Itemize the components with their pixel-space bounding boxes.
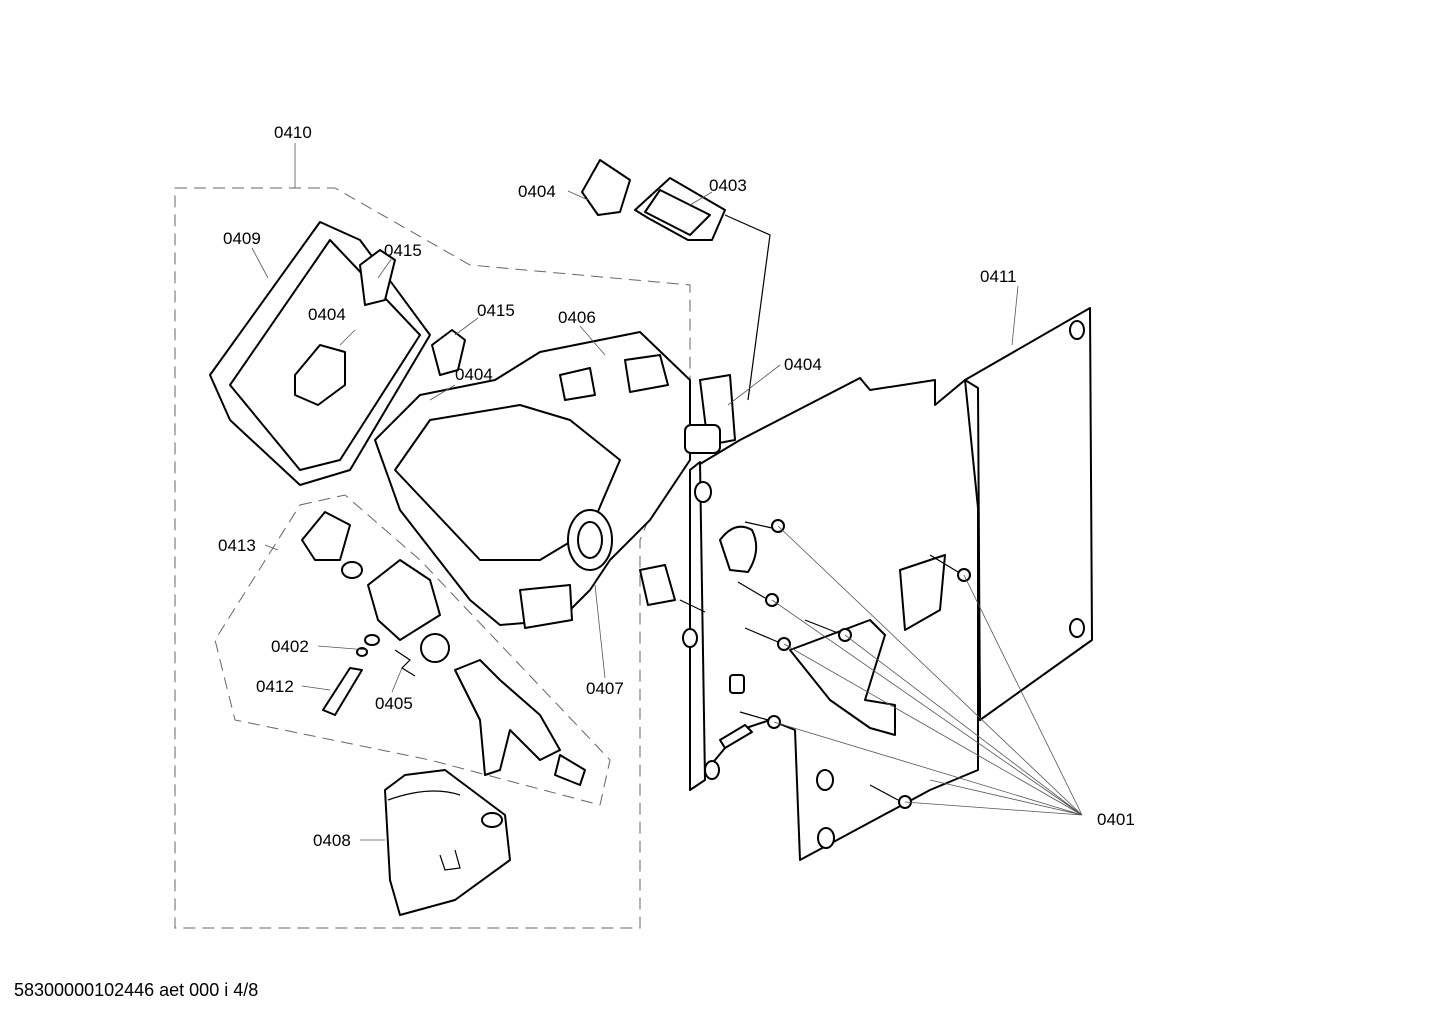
label-0415: 0415 (384, 241, 422, 260)
document-code: 58300000102446 aet 000 i 4/8 (14, 980, 259, 1000)
label-0404: 0404 (308, 305, 346, 324)
nozzle-pipe (454, 659, 586, 786)
valve-body-0406 (374, 331, 736, 629)
back-plate-0411 (960, 307, 1093, 721)
label-0411: 0411 (980, 267, 1017, 286)
label-0415: 0415 (477, 301, 515, 320)
label-0412: 0412 (256, 677, 294, 696)
label-0408: 0408 (313, 831, 351, 850)
knob-0413 (301, 511, 450, 663)
label-0404: 0404 (784, 355, 822, 374)
mounting-frame (682, 377, 979, 861)
label-0405: 0405 (375, 694, 413, 713)
tank-0408 (384, 769, 511, 916)
spring-clip-0405 (394, 649, 416, 677)
label-0406: 0406 (558, 308, 596, 327)
label-0403: 0403 (709, 176, 747, 195)
screw-icon (929, 554, 971, 582)
screws-0401 (737, 519, 1083, 816)
switch-0403 (581, 159, 771, 401)
label-0404: 0404 (455, 365, 493, 384)
label-0410: 0410 (274, 123, 312, 142)
sub-group-boundary (214, 494, 611, 806)
label-0404: 0404 (518, 182, 556, 201)
label-0409: 0409 (223, 229, 261, 248)
label-0401: 0401 (1097, 810, 1135, 829)
housing-0409 (209, 221, 466, 486)
pin-0412 (322, 634, 380, 716)
label-0402: 0402 (271, 637, 309, 656)
label-0413: 0413 (218, 536, 256, 555)
leader-lines (251, 143, 1019, 841)
label-0407: 0407 (586, 679, 624, 698)
